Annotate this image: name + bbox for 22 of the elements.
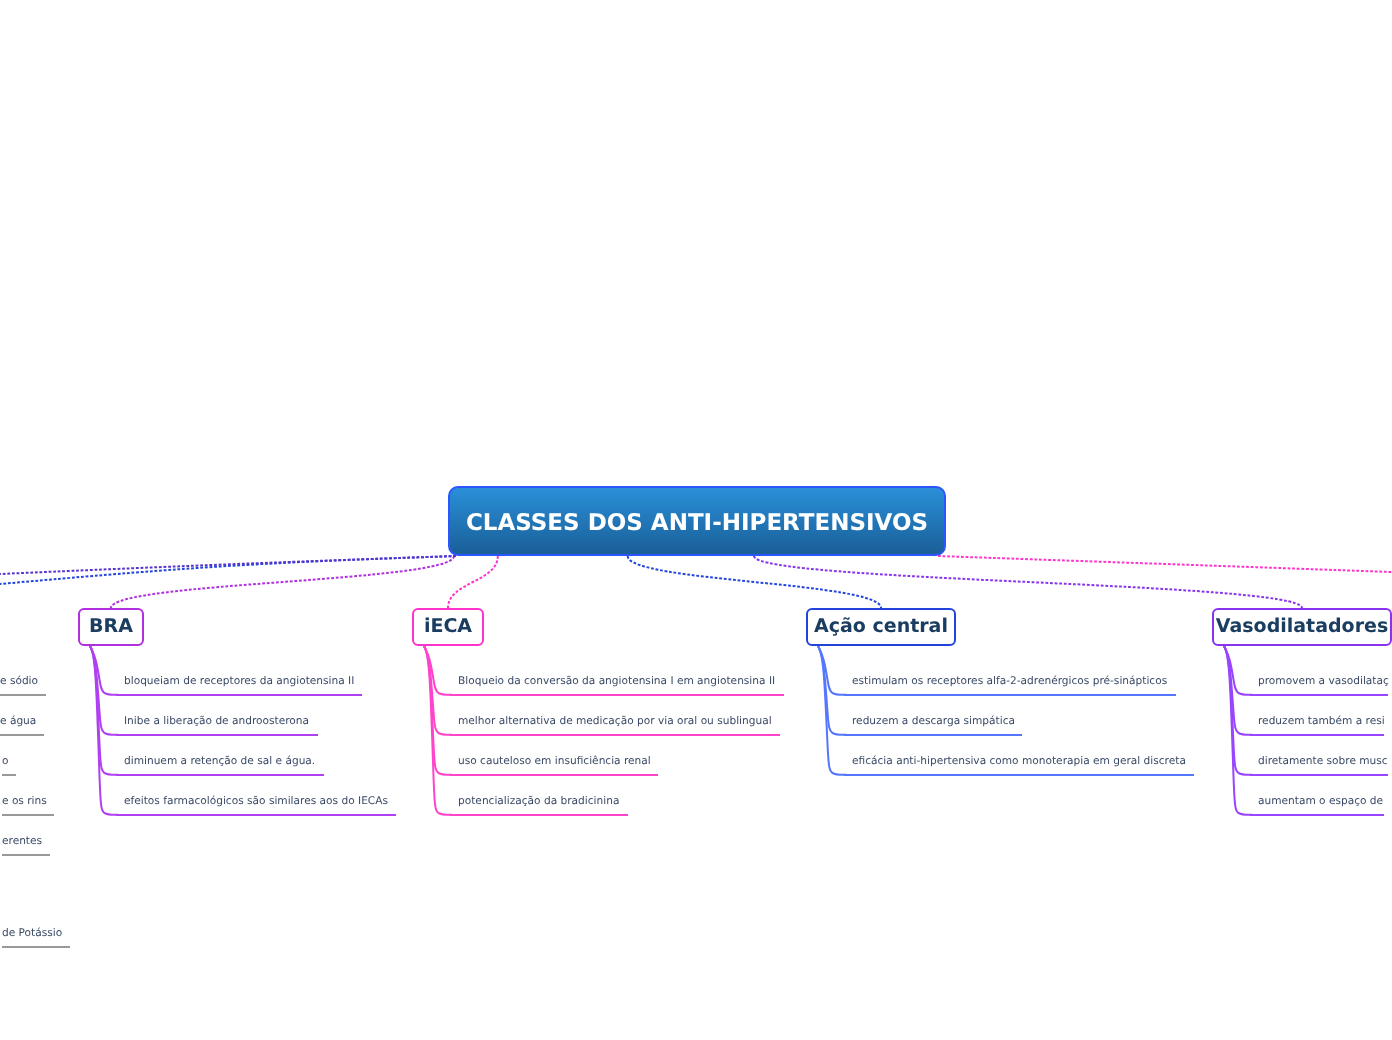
central-topic-box: CLASSES DOS ANTI-HIPERTENSIVOS [448,486,946,556]
subtopic-connector [423,645,453,776]
subtopic-connector [89,645,119,696]
subtopic-connector [817,645,847,776]
topic-box: Ação central [806,608,956,646]
subtopic-connector [1223,645,1253,816]
subtopic-connector [89,645,119,816]
branch-connector [626,555,882,609]
branch-connector [0,555,457,575]
subtopic-connector [1223,645,1253,776]
subtopic-connector [423,645,453,696]
branch-connector [447,555,499,609]
subtopic-connector [423,645,453,816]
branch-connector [110,555,455,609]
branch-connector [937,555,1392,573]
topic-box: Vasodilatadores [1212,608,1392,646]
subtopic-connector [89,645,119,776]
subtopic-connector [817,645,847,696]
subtopic-connector [1223,645,1253,696]
topic-box: BRA [78,608,144,646]
branch-connector [753,555,1303,609]
topic-box: iECA [412,608,484,646]
